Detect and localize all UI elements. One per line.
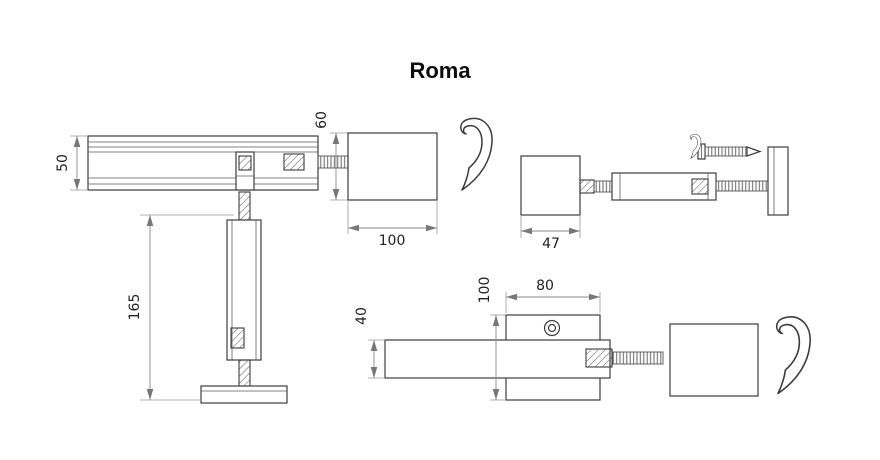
dim-label-165: 165 bbox=[127, 294, 143, 321]
dim-label-80: 80 bbox=[536, 278, 554, 294]
finial-block bbox=[347, 132, 438, 201]
dim-bracket-width: 80 bbox=[505, 278, 601, 313]
dim-track-height: 50 bbox=[55, 135, 88, 191]
base-plate bbox=[200, 385, 288, 404]
page-title: Roma bbox=[409, 58, 471, 83]
extension-rod bbox=[579, 172, 769, 201]
dim-label-40: 40 bbox=[354, 307, 370, 325]
dim-finial-length: 100 bbox=[347, 200, 438, 249]
dim-label-50: 50 bbox=[55, 154, 71, 172]
mounting-plate bbox=[767, 146, 789, 216]
dim-rail-height: 40 bbox=[354, 307, 385, 379]
rotate-arrow-icon-2 bbox=[775, 316, 811, 395]
square-endcap bbox=[520, 155, 581, 216]
dim-bracket-height: 100 bbox=[477, 277, 506, 401]
dim-post-height: 165 bbox=[127, 214, 234, 401]
dim-label-60: 60 bbox=[314, 111, 330, 129]
track-side-view bbox=[87, 135, 349, 191]
finial-thread bbox=[317, 155, 349, 169]
rail-front-view bbox=[384, 339, 664, 379]
screw-hole bbox=[543, 319, 561, 337]
ceiling-post bbox=[226, 191, 262, 387]
rotate-arrow-icon bbox=[460, 117, 493, 191]
dim-label-100b: 100 bbox=[477, 277, 493, 304]
dim-label-47: 47 bbox=[542, 236, 560, 252]
end-block bbox=[669, 323, 759, 397]
dim-endcap-width: 47 bbox=[520, 215, 581, 252]
dim-end-height: 60 bbox=[314, 111, 348, 201]
dim-label-100: 100 bbox=[379, 233, 406, 249]
track-end-boss bbox=[283, 153, 305, 171]
screw-icon bbox=[697, 143, 762, 160]
